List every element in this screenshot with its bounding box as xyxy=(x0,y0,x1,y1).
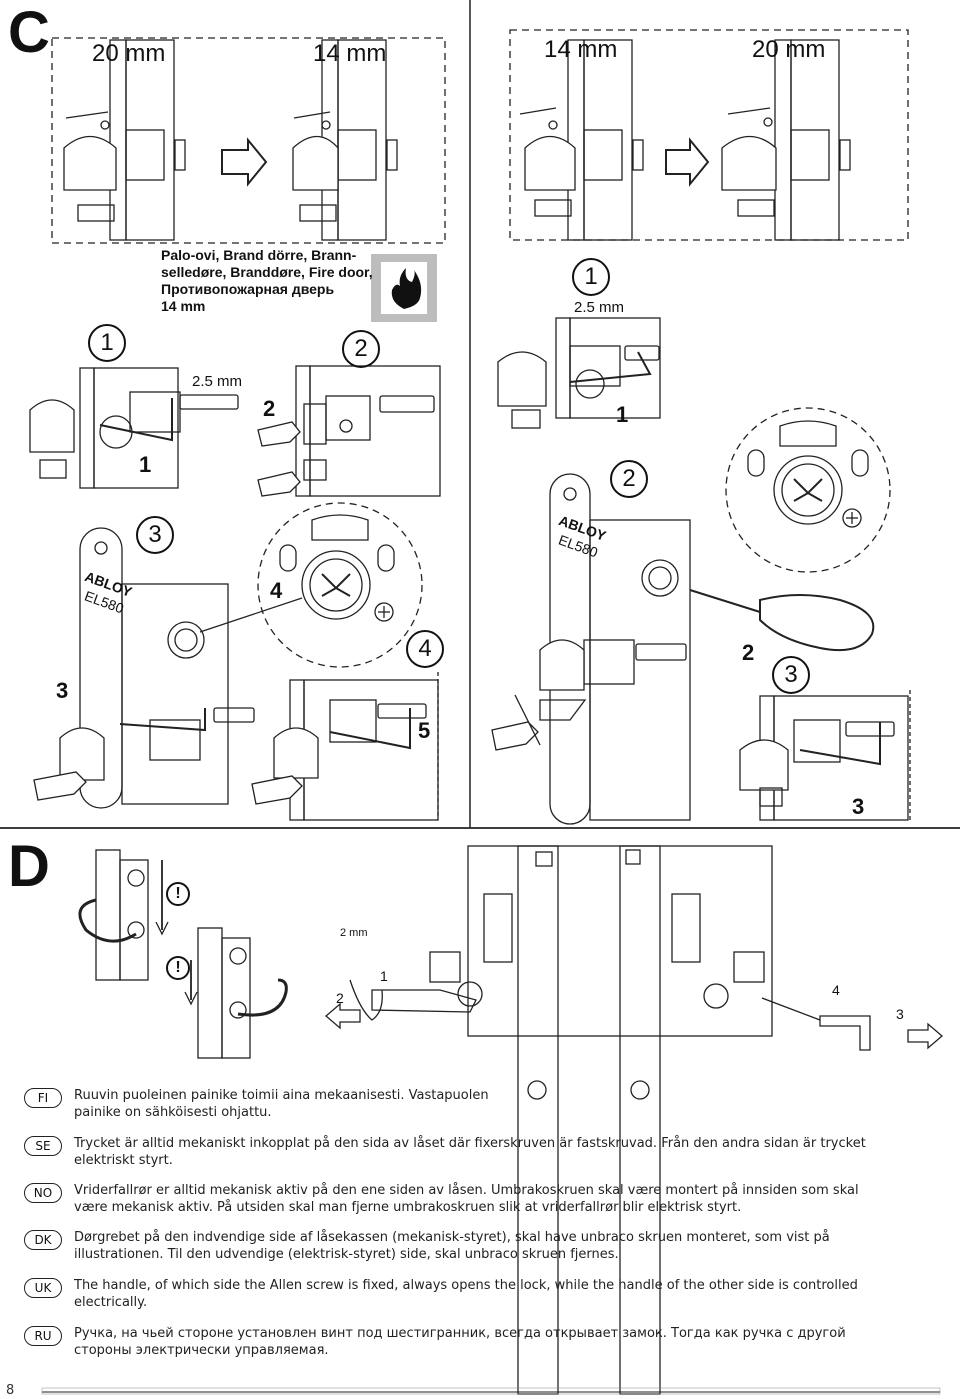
callout-number: 2 xyxy=(263,396,276,421)
screwdriver-icon xyxy=(689,589,875,652)
lock-drawing-step3-left xyxy=(33,527,255,809)
instruction-text: The handle, of which side the Allen scre… xyxy=(74,1278,858,1310)
callout-number: 3 xyxy=(896,1006,904,1022)
arrow-left-icon xyxy=(907,1022,943,1050)
lock-drawing-step4-left xyxy=(251,672,439,821)
callout-number: 5 xyxy=(418,718,431,743)
measurement-label: 20 mm xyxy=(752,36,826,63)
lang-badge: DK xyxy=(24,1230,62,1250)
callout-number: 1 xyxy=(380,968,388,984)
measurement-label: 2 mm xyxy=(340,927,368,939)
caption-line: selledøre, Branddøre, Fire door, xyxy=(161,264,373,280)
section-d-letter: D xyxy=(8,834,50,899)
callout-number: 1 xyxy=(616,402,629,427)
fire-icon xyxy=(391,268,422,309)
lang-badge: FI xyxy=(24,1088,62,1108)
warning-icon: ! xyxy=(166,956,190,980)
instruction-text: Ручка, на чьей стороне установлен винт п… xyxy=(74,1326,846,1358)
callout-number: 4 xyxy=(270,578,283,603)
lock-drawing-step2-right xyxy=(491,473,875,825)
measurement-label: 14 mm xyxy=(313,40,387,67)
zoom-detail-left xyxy=(199,502,423,668)
handle-assembly-b xyxy=(184,927,288,1059)
measurement-label: 14 mm xyxy=(544,36,618,63)
lock-drawing-section-d xyxy=(349,845,871,1395)
arrow-right-icon xyxy=(665,137,710,187)
instruction-text: Dørgrebet på den indvendige side af låse… xyxy=(74,1230,830,1262)
caption-line: 14 mm xyxy=(161,298,206,314)
lock-drawing-step3-right xyxy=(739,690,911,821)
fire-door-caption: Palo-ovi, Brand dörre, Brann- selledøre,… xyxy=(161,247,376,315)
callout-number: 3 xyxy=(852,794,865,819)
caption-line: Противопожарная дверь xyxy=(161,281,335,297)
measurement-label: 2.5 mm xyxy=(574,299,625,316)
lock-drawing-step2-left xyxy=(257,365,441,497)
callout-number: 4 xyxy=(832,982,840,998)
measurement-label: 2.5 mm xyxy=(192,373,243,390)
step-circle-1: 1 xyxy=(572,258,610,296)
lock-drawing-top-left-a xyxy=(63,39,186,241)
callout-number: 3 xyxy=(56,678,69,703)
arrow-right-icon xyxy=(221,137,268,187)
lock-drawing-top-right-a xyxy=(519,39,644,241)
step-circle-1: 1 xyxy=(88,324,126,362)
measurement-label: 20 mm xyxy=(92,40,166,67)
lock-drawing-step1-left xyxy=(29,367,239,489)
instruction-text: Vriderfallrør er alltid mekanisk aktiv p… xyxy=(74,1183,859,1215)
step-circle-4: 4 xyxy=(406,630,444,668)
page-number: 8 xyxy=(6,1383,15,1398)
lang-badge: UK xyxy=(24,1278,62,1298)
step-circle-3: 3 xyxy=(136,516,174,554)
instruction-text: Ruuvin puoleinen painike toimii aina mek… xyxy=(74,1088,489,1120)
arrow-left-icon xyxy=(325,1002,361,1030)
zoom-detail-right xyxy=(725,407,891,573)
callout-number: 2 xyxy=(742,640,755,665)
lang-badge: SE xyxy=(24,1136,62,1156)
step-circle-2: 2 xyxy=(342,330,380,368)
lock-drawing-top-left-b xyxy=(292,39,398,241)
callout-number: 2 xyxy=(336,990,344,1006)
instruction-text: Trycket är alltid mekaniskt inkopplat på… xyxy=(74,1136,866,1168)
warning-icon: ! xyxy=(166,882,190,906)
lang-badge: RU xyxy=(24,1326,62,1346)
step-circle-2: 2 xyxy=(610,460,648,498)
lang-badge: NO xyxy=(24,1183,62,1203)
callout-number: 1 xyxy=(139,452,152,477)
caption-line: Palo-ovi, Brand dörre, Brann- xyxy=(161,247,357,263)
lock-drawing-top-right-b xyxy=(721,39,851,241)
section-c-letter: C xyxy=(8,0,50,65)
step-circle-3: 3 xyxy=(772,656,810,694)
handle-assembly-a xyxy=(78,849,169,981)
lock-drawing-step1-right xyxy=(497,317,661,429)
